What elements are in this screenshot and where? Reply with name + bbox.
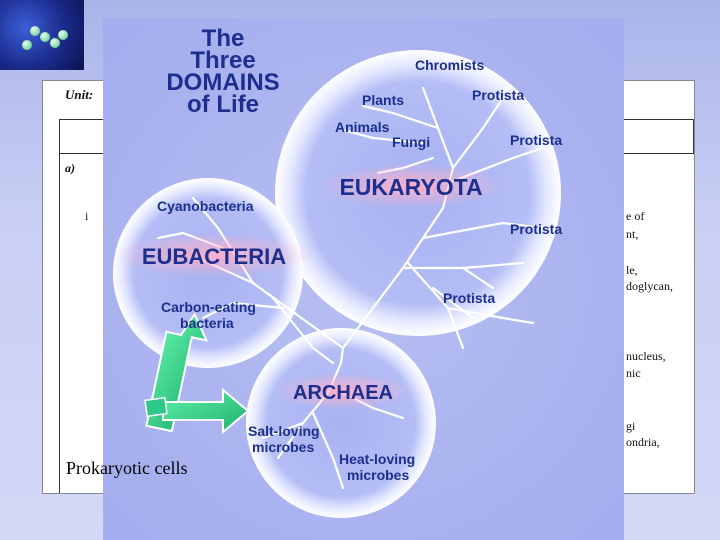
branch-label-animals: Animals	[335, 119, 390, 135]
branch-label-protista: Protista	[510, 221, 562, 237]
branch-label-chromists: Chromists	[415, 57, 484, 73]
branch-label-salt-microbes: microbes	[252, 439, 314, 455]
branch-label-fungi: Fungi	[392, 134, 430, 150]
doc-fragment: e of	[626, 209, 645, 223]
branch-label-protista: Protista	[510, 132, 562, 148]
branch-label-protista: Protista	[443, 290, 495, 306]
branch-label-heat-loving: Heat-loving	[339, 451, 415, 467]
doc-fragment: le,	[626, 263, 638, 277]
branch-label-heat-microbes: microbes	[347, 467, 409, 483]
diagram-title: The Three DOMAINS of Life	[123, 25, 323, 118]
arrow-to-archaea-icon	[162, 387, 250, 435]
molecule-icon	[40, 32, 50, 42]
eubacteria-glow	[113, 233, 313, 277]
prokaryotic-cells-caption: Prokaryotic cells	[66, 458, 188, 478]
molecule-icon	[50, 38, 60, 48]
doc-fragment: nic	[626, 366, 641, 380]
eukaryota-glow	[316, 164, 506, 208]
arrow-base-icon	[144, 396, 168, 418]
doc-fragment: nt,	[626, 227, 639, 241]
three-domains-diagram: EUKARYOTA EUBACTERIA ARCHAEA Chromists P…	[103, 18, 624, 540]
molecule-icon	[22, 40, 32, 50]
doc-item-a: a)	[65, 161, 75, 175]
doc-fragment: doglycan,	[626, 279, 673, 293]
eubacteria-label: EUBACTERIA	[142, 244, 286, 269]
eukaryota-label: EUKARYOTA	[339, 174, 482, 200]
title-line: DOMAINS	[166, 69, 280, 96]
title-line: Three	[190, 47, 256, 74]
doc-fragment: nucleus,	[626, 349, 666, 363]
branch-label-cyanobacteria: Cyanobacteria	[157, 198, 254, 214]
branch-label-carbon-eating: Carbon-eating	[161, 299, 256, 315]
title-line: The	[201, 25, 245, 52]
doc-rule	[59, 119, 60, 493]
branch-label-plants: Plants	[362, 92, 404, 108]
archaea-label: ARCHAEA	[293, 382, 393, 404]
doc-item-i: i	[85, 209, 89, 223]
doc-unit-label: Unit:	[65, 87, 94, 102]
branch-label-protista: Protista	[472, 87, 524, 103]
doc-fragment: gi	[626, 419, 636, 433]
branch-label-salt-loving: Salt-loving	[248, 423, 320, 439]
corner-logo	[0, 0, 84, 70]
branch-label-bacteria: bacteria	[180, 315, 234, 331]
doc-rule	[693, 119, 694, 153]
molecule-icon	[58, 30, 68, 40]
molecule-icon	[30, 26, 40, 36]
diagram-drawing: EUKARYOTA EUBACTERIA ARCHAEA Chromists P…	[113, 50, 562, 518]
archaea-circle	[246, 328, 436, 518]
doc-fragment: ondria,	[626, 435, 660, 449]
title-line: of Life	[187, 91, 259, 118]
archaea-glow	[273, 373, 413, 409]
